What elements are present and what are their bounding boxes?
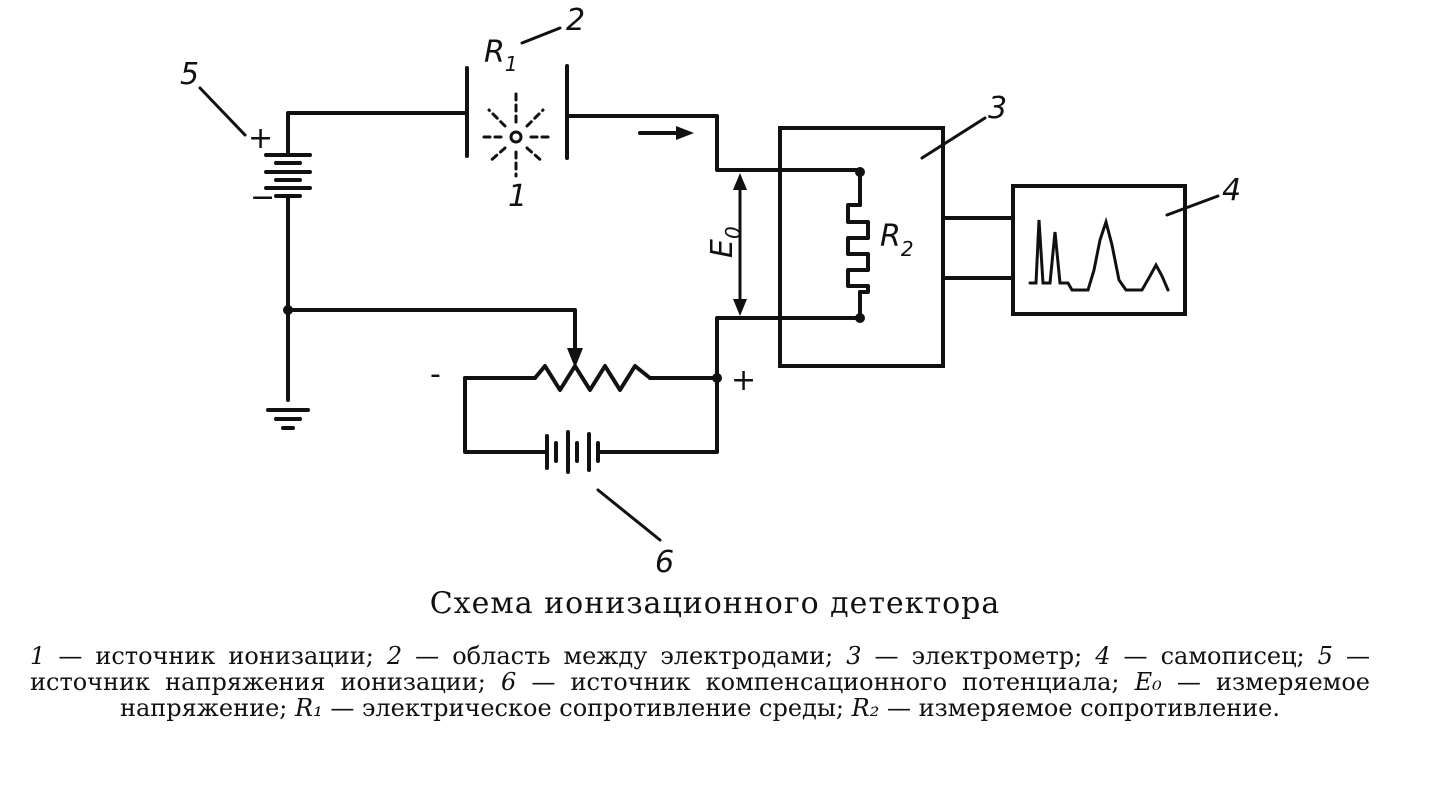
label-e0: E0 bbox=[705, 226, 745, 258]
figure-legend: 1 — источник ионизации; 2 — область межд… bbox=[30, 643, 1370, 721]
legend-key: 1 bbox=[30, 642, 46, 670]
leader-lines bbox=[198, 26, 1220, 542]
label-1: 1 bbox=[508, 179, 527, 214]
legend-description: — источник компенсационного потенциала; bbox=[516, 668, 1135, 696]
compensation-minus-sign: - bbox=[430, 357, 441, 392]
electrometer-box bbox=[778, 126, 945, 368]
legend-key: 2 bbox=[386, 642, 403, 670]
circuit-wires bbox=[286, 111, 1015, 454]
electrode-plates bbox=[465, 64, 569, 160]
label-3: 3 bbox=[988, 91, 1007, 126]
ionization-source-icon bbox=[482, 92, 550, 178]
legend-key: R₁ bbox=[295, 694, 323, 722]
potentiometer-symbol bbox=[533, 348, 652, 392]
legend-description: — область между электродами; bbox=[402, 642, 847, 670]
legend-description: — источник ионизации; bbox=[45, 642, 387, 670]
label-4: 4 bbox=[1222, 173, 1241, 208]
ionization-detector-schematic: 5 2 R1 1 3 4 6 R2 E0 + − - + bbox=[180, 3, 1241, 580]
measured-resistor-symbol bbox=[846, 203, 870, 294]
legend-key: 5 bbox=[1317, 642, 1333, 670]
junction-dots bbox=[283, 167, 865, 383]
legend-description: — источник напряжения ионизации; bbox=[30, 642, 1370, 696]
legend-key: R₂ bbox=[851, 694, 880, 722]
legend-description: — электрометр; bbox=[861, 642, 1096, 670]
legend-description: — электрическое сопротивление среды; bbox=[322, 694, 852, 722]
legend-key: 3 bbox=[846, 642, 862, 670]
current-arrow-icon bbox=[638, 126, 694, 140]
ionization-battery-symbol bbox=[264, 153, 312, 198]
battery-plus-sign: + bbox=[248, 121, 273, 156]
ground-icon bbox=[266, 408, 310, 430]
legend-key: 4 bbox=[1095, 642, 1111, 670]
legend-key: 6 bbox=[500, 668, 517, 696]
figure-caption-title: Схема ионизационного детектора bbox=[429, 586, 1001, 621]
chromatogram-trace bbox=[1028, 216, 1170, 292]
label-r2: R2 bbox=[880, 219, 914, 261]
recorder-box bbox=[1011, 184, 1187, 316]
legend-key: E₀ bbox=[1134, 668, 1162, 696]
label-2: 2 bbox=[566, 3, 585, 38]
battery-minus-sign: − bbox=[250, 180, 275, 215]
label-6: 6 bbox=[655, 545, 674, 580]
label-5: 5 bbox=[180, 57, 199, 92]
compensation-plus-sign: + bbox=[731, 363, 756, 398]
voltage-e0-arrow-icon bbox=[733, 173, 747, 316]
label-r1: R1 bbox=[484, 35, 518, 76]
compensation-battery-symbol bbox=[543, 430, 600, 474]
legend-description: — самописец; bbox=[1110, 642, 1318, 670]
legend-description: — измеряемое сопротивление. bbox=[879, 694, 1280, 722]
legend-description: — измеряемое напряжение; bbox=[120, 668, 1370, 722]
